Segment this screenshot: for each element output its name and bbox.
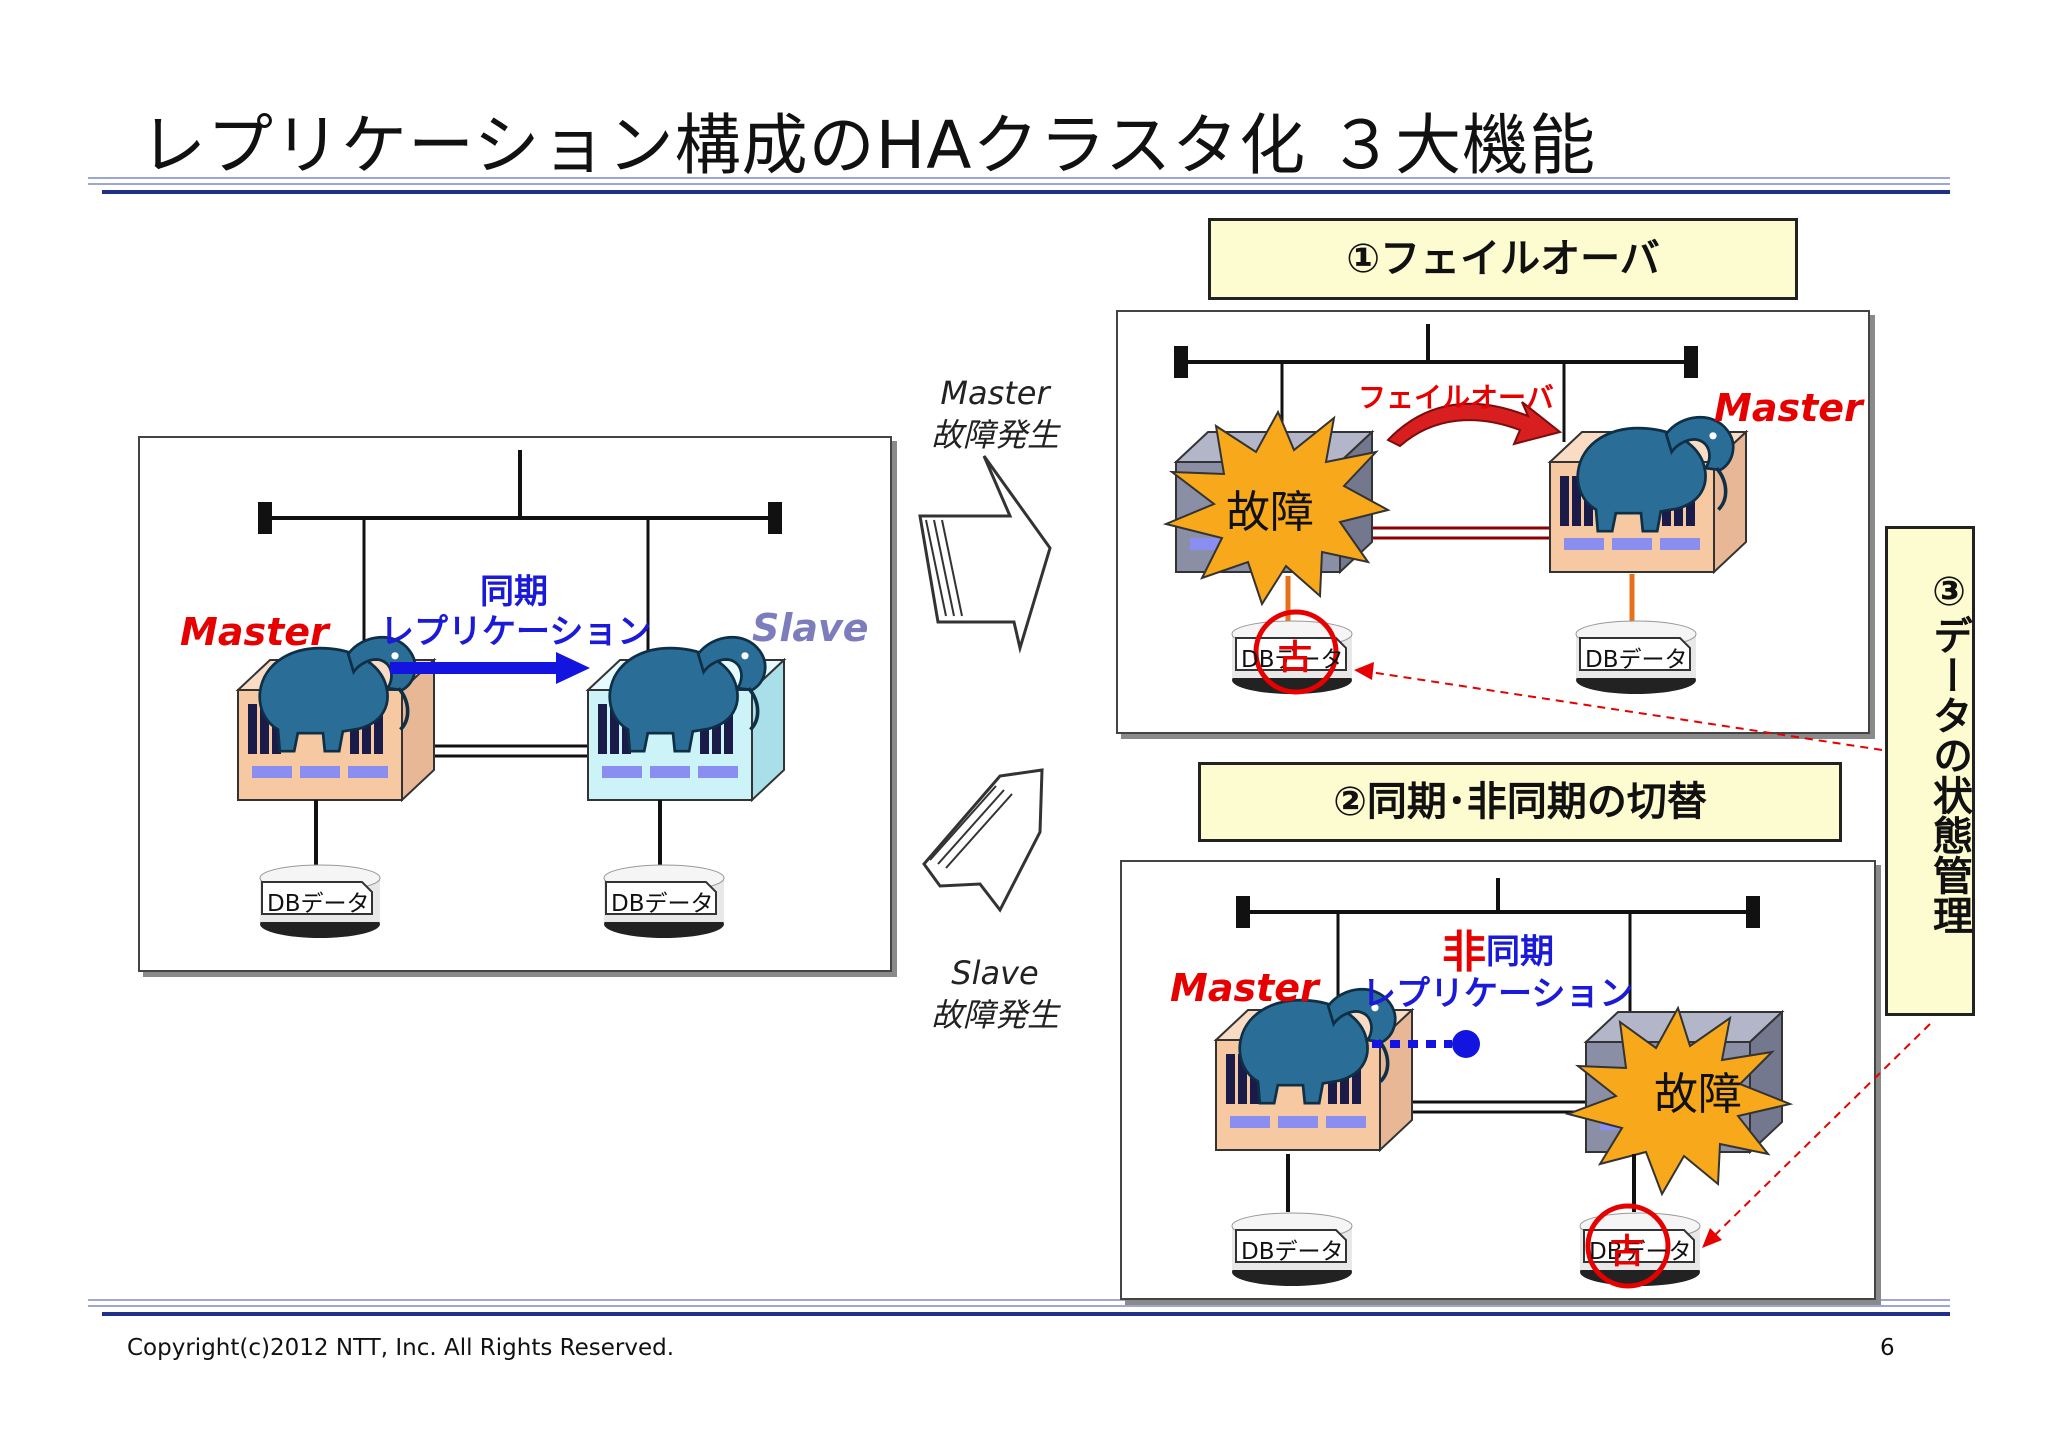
master-label: Master	[1170, 966, 1319, 1010]
old-data-circle	[1585, 1203, 1671, 1289]
db-label-left: DBデータ	[267, 891, 370, 917]
sync-switch-diagram	[1213, 878, 1794, 1289]
sync-switch-panel: 非 同期 レプリケーション Master 故障 DBデータ DBデータ 古	[1120, 860, 1876, 1300]
async-mark: 非	[1442, 927, 1486, 978]
fault-burst-icon	[1564, 1005, 1794, 1197]
fault-label: 故障	[1226, 487, 1314, 538]
replication-label: レプリケーション	[380, 612, 652, 652]
slave-label: Slave	[752, 606, 869, 650]
replication-label: レプリケーション	[1362, 974, 1634, 1014]
normal-state-diagram	[235, 450, 787, 938]
normal-state-panel: Master Slave 同期 レプリケーション DBデータ DBデータ	[138, 436, 892, 972]
async-endpoint-icon	[1452, 1030, 1480, 1058]
failover-arrow-icon	[1386, 401, 1563, 448]
failover-header: ①フェイルオーバ	[1208, 218, 1798, 300]
async-label: 同期	[1486, 932, 1554, 972]
failover-panel: 故障 フェイルオーバ Master DBデータ 古 DBデータ	[1116, 310, 1870, 734]
fault-label: 故障	[1654, 1069, 1742, 1120]
fault-burst-icon	[1162, 409, 1391, 607]
db-label-right: DBデータ	[1589, 1239, 1692, 1265]
transition-arrow-top	[918, 455, 1052, 654]
state-management-label-box: ③データの状態管理	[1885, 526, 1975, 1016]
copyright-text: Copyright(c)2012 NTT, Inc. All Rights Re…	[127, 1335, 675, 1361]
old-data-mark: 古	[1278, 638, 1312, 678]
page-number: 6	[1880, 1335, 1895, 1361]
db-label-left: DBデータ	[1241, 647, 1344, 673]
master-label: Master	[180, 610, 329, 654]
master-failure-caption-line1: Master	[940, 374, 1050, 412]
db-label-right: DBデータ	[611, 891, 714, 917]
slave-failure-caption-line1: Slave	[951, 954, 1039, 992]
slave-failure-caption-line2: 故障発生	[930, 996, 1059, 1034]
state-management-label: ③データの状態管理	[1926, 569, 1972, 935]
old-data-mark: 古	[1610, 1232, 1644, 1272]
master-label: Master	[1714, 386, 1863, 430]
failover-label: フェイルオーバ	[1358, 381, 1554, 414]
master-failure-caption-line2: 故障発生	[930, 416, 1059, 454]
slide-title: レプリケーション構成のHAクラスタ化 ３大機能	[140, 107, 1597, 184]
old-data-circle	[1253, 609, 1339, 695]
sync-label: 同期	[480, 572, 548, 612]
transition-arrow-bottom	[922, 768, 1044, 913]
sync-switch-header: ②同期･非同期の切替	[1198, 762, 1842, 842]
failover-diagram	[1162, 324, 1749, 695]
db-label-left: DBデータ	[1241, 1239, 1344, 1265]
db-label-right: DBデータ	[1585, 647, 1688, 673]
